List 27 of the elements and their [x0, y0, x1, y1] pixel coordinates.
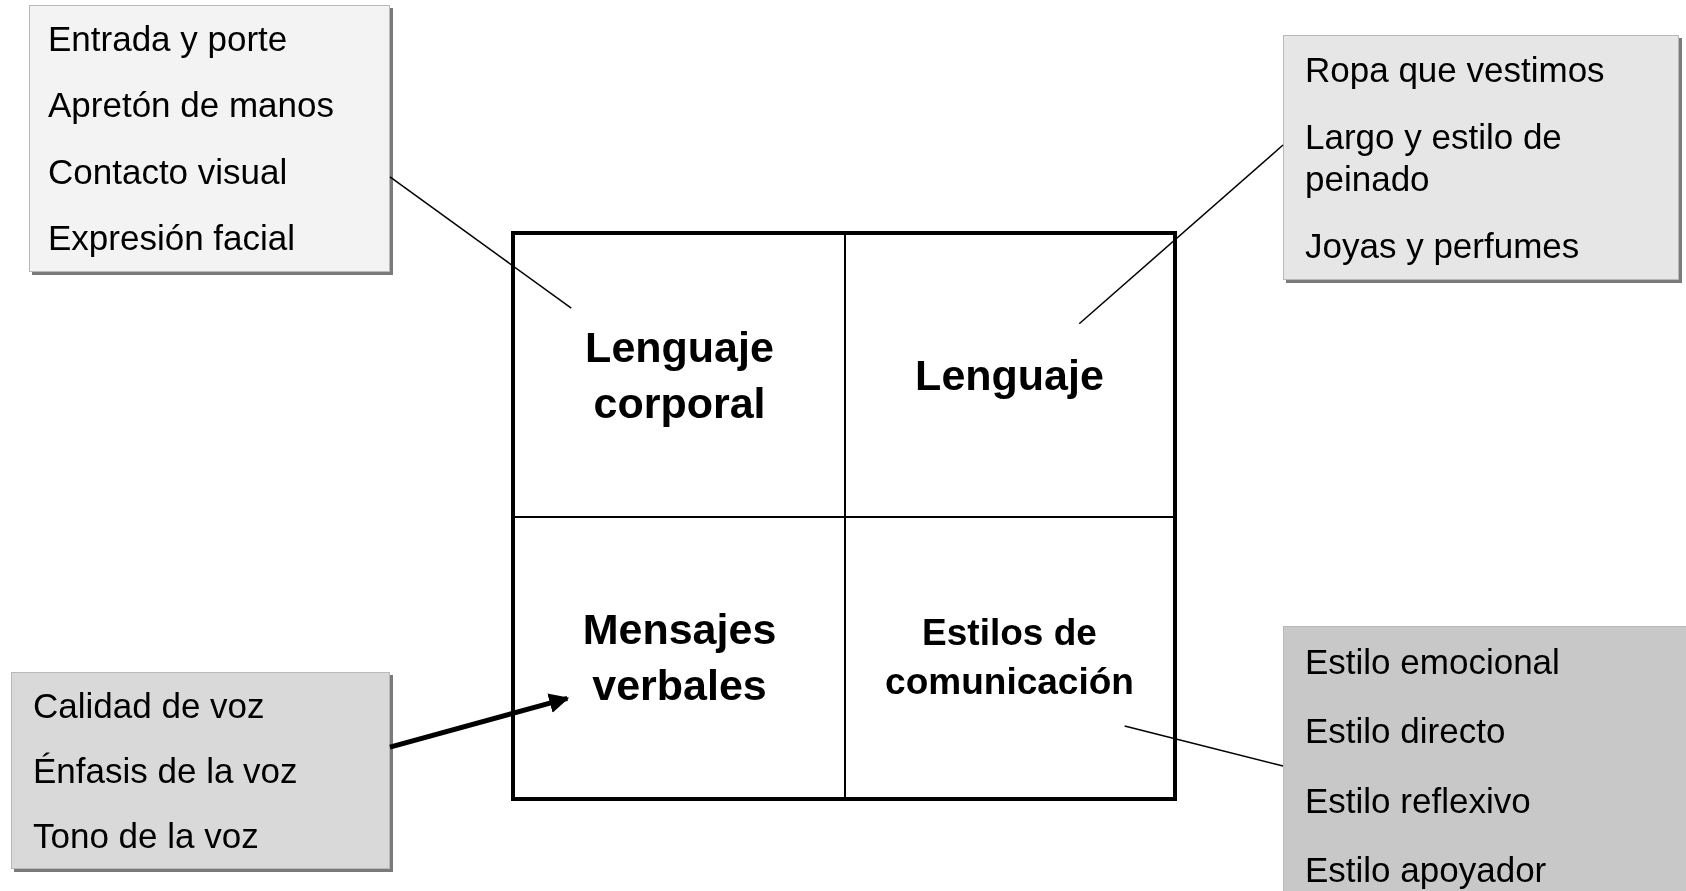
grid-cell: [844, 516, 1173, 797]
connector-line: [1123, 725, 1284, 767]
cell-title: Mensajes verbales: [581, 603, 778, 711]
cell-title: Lenguaje: [914, 349, 1105, 401]
list-item: Énfasis de la voz: [33, 749, 299, 792]
list-item: Estilo apoyador: [1305, 849, 1548, 891]
list-item: Apretón de manos: [48, 84, 335, 127]
list-item: Estilo emocional: [1305, 640, 1561, 683]
list-item: Ropa que vestimos: [1305, 48, 1606, 91]
list-item: Calidad de voz: [33, 684, 266, 727]
list-item: Estilo directo: [1305, 710, 1507, 753]
list-item: Contacto visual: [48, 150, 289, 193]
list-item: Entrada y porte: [48, 18, 289, 61]
cell-title: Estilos de comunicación: [884, 611, 1135, 704]
connector-line: [1078, 144, 1284, 325]
list-item: Estilo reflexivo: [1305, 779, 1532, 822]
list-item: Tono de la voz: [33, 814, 260, 857]
list-item: Expresión facial: [48, 216, 297, 259]
list-box: [11, 672, 390, 869]
arrow: [389, 693, 570, 750]
list-box: [29, 5, 390, 272]
list-item: Largo y estilo de peinado: [1305, 115, 1563, 200]
list-box: [1283, 626, 1686, 891]
list-box: [1283, 35, 1679, 280]
cell-title: Lenguaje corporal: [584, 321, 775, 429]
list-item: Joyas y perfumes: [1305, 224, 1581, 267]
connector-line: [389, 176, 572, 309]
